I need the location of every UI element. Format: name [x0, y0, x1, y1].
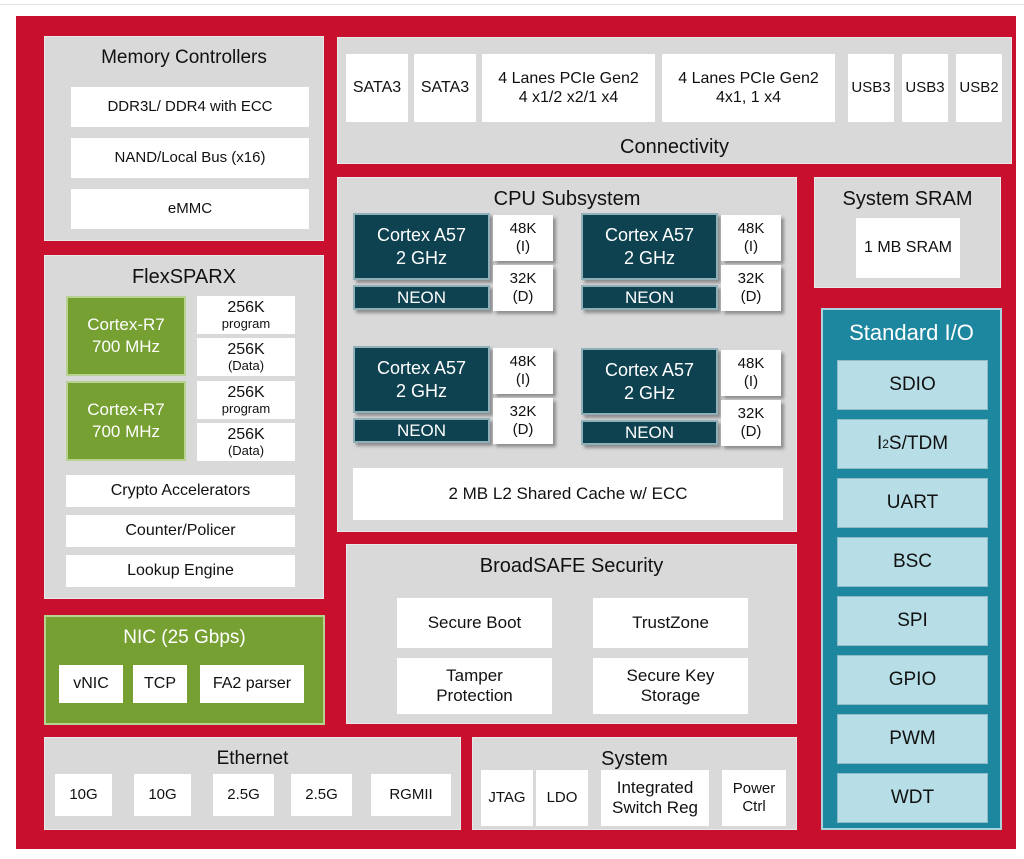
nic-block: NIC (25 Gbps) vNIC TCP FA2 parser [44, 615, 325, 725]
io-uart: UART [837, 478, 988, 528]
neon-unit-4: NEON [581, 420, 718, 445]
flexsparx-title: FlexSPARX [131, 266, 237, 288]
eth-10g-1: 10G [55, 774, 112, 816]
neon-unit-1: NEON [353, 285, 490, 310]
nic-vnic: vNIC [59, 665, 123, 703]
standard-io-title: Standard I/O [849, 320, 974, 345]
io-sdio: SDIO [837, 360, 988, 410]
usb3-port-1: USB3 [848, 54, 894, 122]
sata3-port-2: SATA3 [414, 54, 476, 122]
broadsafe-security-block: BroadSAFE Security Secure Boot TrustZone… [346, 544, 797, 724]
l1-dcache-2: 32K(D) [721, 265, 781, 311]
emmc-controller: eMMC [71, 189, 309, 229]
l1-icache-2: 48K(I) [721, 215, 781, 261]
ddr-controller: DDR3L/ DDR4 with ECC [71, 87, 309, 127]
io-spi: SPI [837, 596, 988, 646]
security-title: BroadSAFE Security [479, 555, 664, 577]
io-wdt: WDT [837, 773, 988, 823]
l2-shared-cache: 2 MB L2 Shared Cache w/ ECC [353, 468, 783, 520]
eth-2-5g-1: 2.5G [213, 774, 274, 816]
eth-10g-2: 10G [134, 774, 191, 816]
jtag: JTAG [481, 770, 533, 826]
l1-dcache-4: 32K(D) [721, 400, 781, 446]
io-gpio: GPIO [837, 655, 988, 705]
secure-boot: Secure Boot [397, 598, 552, 648]
cpu-subsystem-title: CPU Subsystem [493, 188, 641, 210]
system-sram-block: System SRAM 1 MB SRAM [814, 177, 1001, 288]
trustzone: TrustZone [593, 598, 748, 648]
system-sram-title: System SRAM [842, 188, 973, 210]
nand-controller: NAND/Local Bus (x16) [71, 138, 309, 178]
memory-controllers-title: Memory Controllers [101, 47, 267, 68]
memory-controllers-block: Memory Controllers DDR3L/ DDR4 with ECC … [44, 36, 324, 241]
soc-frame: Memory Controllers DDR3L/ DDR4 with ECC … [16, 16, 1016, 849]
connectivity-title: Connectivity [620, 136, 729, 158]
io-pwm: PWM [837, 714, 988, 764]
nic-title: NIC (25 Gbps) [123, 627, 246, 648]
sata3-port-1: SATA3 [346, 54, 408, 122]
sram-1mb: 1 MB SRAM [856, 218, 960, 278]
ethernet-block: Ethernet 10G 10G 2.5G 2.5G RGMII [44, 737, 461, 830]
l1-icache-3: 48K(I) [493, 348, 553, 394]
usb2-port: USB2 [956, 54, 1002, 122]
crypto-accelerators: Crypto Accelerators [66, 475, 295, 507]
nic-fa2-parser: FA2 parser [200, 665, 304, 703]
l1-icache-1: 48K(I) [493, 215, 553, 261]
nic-tcp: TCP [133, 665, 187, 703]
l1-dcache-1: 32K(D) [493, 265, 553, 311]
data-memory-1: 256K(Data) [197, 338, 295, 376]
lookup-engine: Lookup Engine [66, 555, 295, 587]
system-title: System [601, 748, 668, 770]
usb3-port-2: USB3 [902, 54, 948, 122]
data-memory-2: 256K(Data) [197, 423, 295, 461]
ldo: LDO [536, 770, 588, 826]
l1-dcache-3: 32K(D) [493, 398, 553, 444]
eth-2-5g-2: 2.5G [291, 774, 352, 816]
ethernet-title: Ethernet [216, 748, 289, 769]
neon-unit-2: NEON [581, 285, 718, 310]
eth-rgmii: RGMII [371, 774, 451, 816]
neon-unit-3: NEON [353, 418, 490, 443]
top-divider [0, 4, 1024, 5]
l1-icache-4: 48K(I) [721, 350, 781, 396]
counter-policer: Counter/Policer [66, 515, 295, 547]
io-bsc: BSC [837, 537, 988, 587]
